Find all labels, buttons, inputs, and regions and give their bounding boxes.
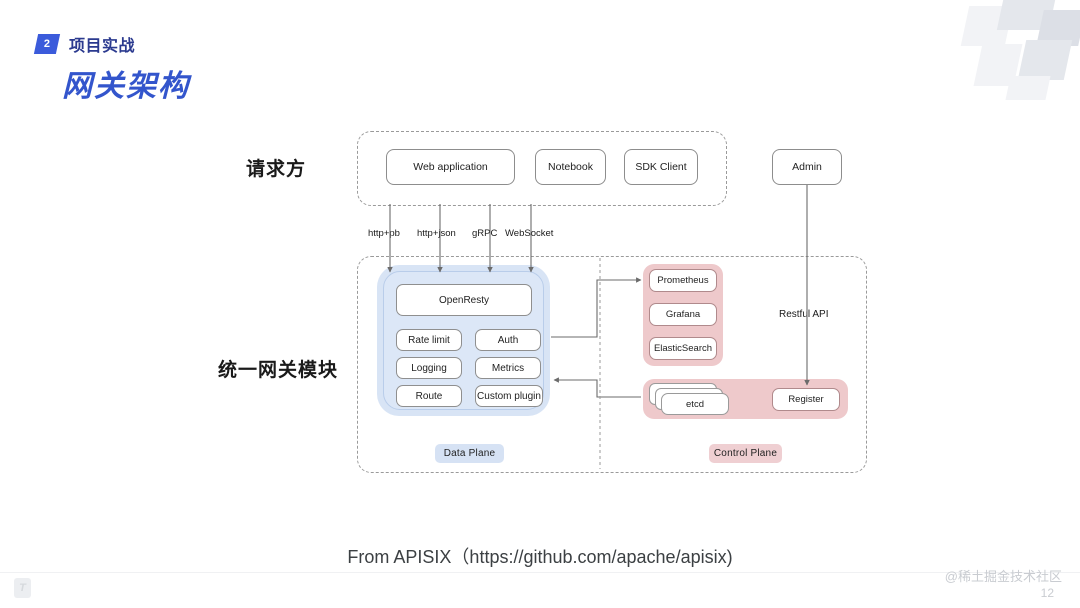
cp-node-register: Register xyxy=(772,388,840,411)
section-label: 项目实战 xyxy=(69,38,136,55)
section-header: 2 项目实战 xyxy=(33,32,136,56)
edge-label-restful-api: Restful API xyxy=(779,309,829,320)
watermark-text: @稀土掘金技术社区 xyxy=(944,569,1062,584)
node-notebook: Notebook xyxy=(535,149,606,185)
gateway-module-container xyxy=(357,256,867,473)
dp-node-logging: Logging xyxy=(396,357,462,379)
protocol-label-websocket: WebSocket xyxy=(505,228,554,239)
protocol-label-http-pb: http+pb xyxy=(368,228,400,239)
dp-node-metrics: Metrics xyxy=(475,357,541,379)
pill-control-plane: Control Plane xyxy=(709,444,782,463)
dp-node-auth: Auth xyxy=(475,329,541,351)
label-requester: 请求方 xyxy=(246,159,307,180)
diagram-caption: From APISIX（https://github.com/apache/ap… xyxy=(347,547,733,567)
page-number: 12 xyxy=(1040,586,1054,600)
protocol-label-grpc: gRPC xyxy=(472,228,498,239)
dp-node-openresty: OpenResty xyxy=(396,284,532,316)
cp-node-grafana: Grafana xyxy=(649,303,717,326)
brand-logo-icon: T xyxy=(14,578,31,598)
node-sdk-client: SDK Client xyxy=(624,149,698,185)
cp-node-etcd: etcd xyxy=(661,393,729,415)
dp-node-rate-limit: Rate limit xyxy=(396,329,462,351)
dp-node-route: Route xyxy=(396,385,462,407)
node-admin: Admin xyxy=(772,149,842,185)
protocol-label-http-json: http+json xyxy=(417,228,456,239)
request-layer-container xyxy=(357,131,727,206)
cp-node-prometheus: Prometheus xyxy=(649,269,717,292)
node-web-application: Web application xyxy=(386,149,515,185)
footer-divider xyxy=(0,572,1080,573)
page-title: 网关架构 xyxy=(62,70,190,103)
label-gateway: 统一网关模块 xyxy=(218,360,339,381)
pill-data-plane: Data Plane xyxy=(435,444,504,463)
dp-node-custom-plugin: Custom plugin xyxy=(475,385,543,407)
section-badge-number: 2 xyxy=(43,37,51,50)
cp-node-elasticsearch: ElasticSearch xyxy=(649,337,717,360)
section-badge: 2 xyxy=(33,34,61,54)
